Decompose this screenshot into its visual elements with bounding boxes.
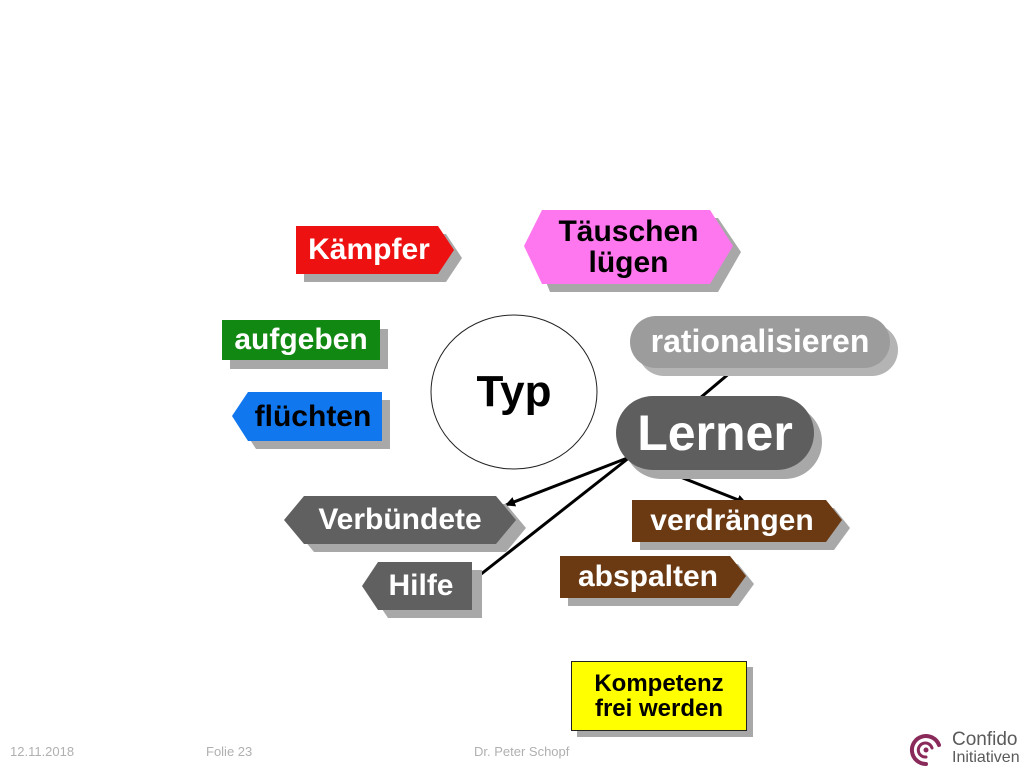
taeuschen-node: Täuschen lügen [524, 210, 744, 294]
footer-date: 12.11.2018 [10, 744, 75, 759]
lerner-node: Lerner [616, 396, 824, 482]
arrow-to-verbuendete [505, 455, 631, 507]
verdraengen-label: verdrängen [650, 504, 814, 538]
aufgeben-shape [222, 320, 380, 360]
kompetenz-line-1: Kompetenz [594, 669, 724, 697]
fluechten-shape [232, 392, 382, 441]
rationalisieren-node: rationalisieren [630, 316, 900, 378]
kompetenz-line-2: frei werden [594, 695, 724, 722]
logo-sub: Initiativen [952, 749, 1020, 766]
kompetenz-node: Kompetenz frei werden [571, 661, 757, 739]
kaempfer-shape [296, 226, 454, 274]
kaempfer-node: Kämpfer [296, 226, 464, 286]
fluechten-node: flüchten [232, 392, 392, 450]
abspalten-node: abspalten [560, 556, 756, 608]
verdraengen-node: verdrängen [632, 500, 852, 552]
arrow-to-hilfe [470, 455, 631, 584]
hilfe-shape [362, 562, 472, 610]
verbuendete-label: Verbündete [318, 503, 482, 537]
kompetenz-label: Kompetenz frei werden [571, 661, 747, 731]
rationalisieren-shape [630, 316, 890, 368]
verdraengen-shape [632, 500, 842, 542]
taeuschen-line-2: lügen [588, 246, 669, 279]
verbuendete-node: Verbündete [284, 496, 528, 554]
lerner-label: Lerner [637, 404, 793, 461]
lerner-shape [616, 396, 814, 470]
typ-label: Typ [476, 366, 552, 416]
typ-node: Typ [430, 314, 598, 470]
footer-author: Dr. Peter Schopf [474, 744, 570, 759]
confido-wordmark: Confido Initiativen [952, 730, 1020, 766]
rationalisieren-label: rationalisieren [650, 323, 870, 360]
verbuendete-shape [284, 496, 516, 544]
kaempfer-label: Kämpfer [308, 233, 430, 267]
taeuschen-line-1: Täuschen [558, 214, 699, 248]
footer-slide-number: Folie 23 [206, 744, 253, 759]
taeuschen-shape [524, 210, 733, 284]
aufgeben-node: aufgeben [222, 320, 390, 370]
kompetenz-shape [571, 661, 747, 731]
hilfe-label: Hilfe [388, 569, 454, 603]
confido-logo: Confido Initiativen [904, 728, 1022, 768]
fluechten-label: flüchten [254, 399, 372, 433]
hilfe-node: Hilfe [362, 562, 484, 620]
aufgeben-label: aufgeben [234, 323, 368, 357]
logo-name: Confido [952, 729, 1018, 750]
taeuschen-label: Täuschen lügen [524, 210, 733, 284]
confido-swirl-icon [909, 734, 941, 767]
abspalten-shape [560, 556, 746, 598]
abspalten-label: abspalten [577, 560, 719, 594]
